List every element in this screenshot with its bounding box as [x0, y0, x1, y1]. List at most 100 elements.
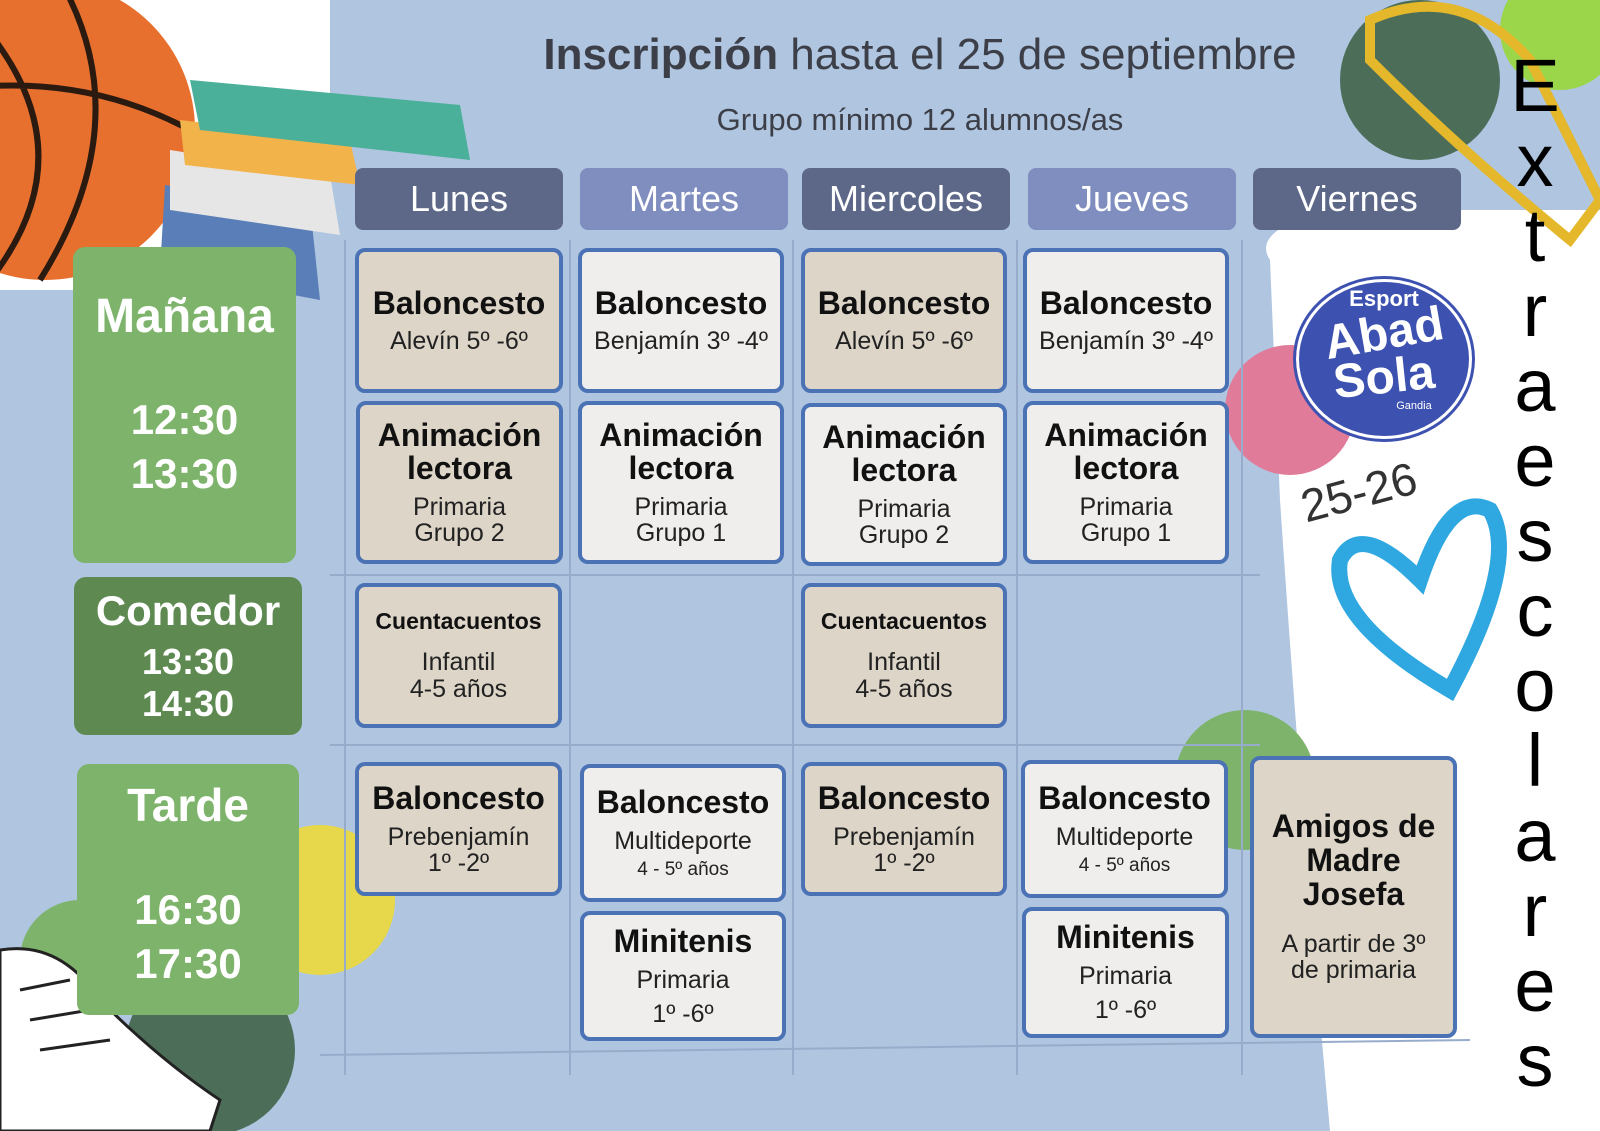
activity-title: Animación: [822, 418, 986, 455]
activity-level: Infantil: [421, 648, 496, 677]
activity-level: Primaria: [1079, 492, 1173, 521]
activity-level: Primaria: [634, 492, 728, 521]
side-title-letter: x: [1516, 119, 1554, 202]
logo-top: Esport: [1349, 286, 1419, 311]
activity-title: Baloncesto: [594, 284, 768, 321]
day-header-miercoles: Miercoles: [802, 168, 1010, 230]
activity-level: Primaria: [857, 494, 951, 523]
activity-title: Baloncesto: [372, 284, 546, 321]
activity-level: Primaria: [636, 965, 730, 994]
page-title: Inscripción hasta el 25 de septiembre: [420, 30, 1420, 80]
activity-title: Madre: [1306, 841, 1401, 878]
activity-group: Benjamín 3º -4º: [594, 327, 768, 356]
activity-title: Amigos de: [1271, 808, 1436, 845]
side-title-letter: e: [1514, 944, 1556, 1027]
side-title-letter: t: [1524, 194, 1546, 277]
slot-label: Comedor: [95, 587, 281, 634]
grid-lines: [319, 240, 1471, 1075]
slot-label: Tarde: [127, 779, 249, 831]
side-title-letter: s: [1516, 1019, 1554, 1102]
activity-title: Animación: [1044, 416, 1208, 453]
side-title-letter: e: [1514, 419, 1556, 502]
activity-title: Baloncesto: [372, 779, 545, 816]
activity-title: lectora: [851, 452, 957, 489]
activity-title: Animación: [599, 416, 763, 453]
activity-level: Multideporte: [614, 826, 752, 855]
activity-level: Primaria: [1078, 962, 1173, 991]
activity-title: Baloncesto: [817, 779, 991, 816]
activity-title: Baloncesto: [1039, 284, 1213, 321]
side-title-letter: r: [1522, 869, 1548, 952]
activity-group: de primaria: [1290, 956, 1417, 985]
side-title-letter: c: [1516, 569, 1554, 652]
slot-start: 12:30: [130, 396, 239, 443]
activity-group: 1º -2º: [427, 848, 490, 877]
activity-title: Minitenis: [1056, 919, 1195, 956]
page-subtitle: Grupo mínimo 12 alumnos/as: [716, 102, 1124, 137]
activity-group: Grupo 2: [414, 519, 505, 548]
day-header-viernes: Viernes: [1253, 168, 1461, 230]
activity-title: Josefa: [1302, 875, 1405, 912]
activity-group: Grupo 1: [1080, 519, 1172, 548]
slot-label: Mañana: [95, 290, 274, 343]
activity-title: Minitenis: [613, 922, 753, 959]
basketball-icon: [0, 0, 195, 282]
activity-title: lectora: [1073, 450, 1179, 487]
activity-group: Alevín 5º -6º: [835, 327, 973, 356]
title-bold: Inscripción: [543, 30, 779, 79]
side-title-letter: o: [1514, 644, 1556, 727]
side-title-letter: a: [1514, 344, 1556, 427]
slot-end: 13:30: [130, 450, 239, 497]
day-header-lunes: Lunes: [355, 168, 563, 230]
activity-level: Multideporte: [1055, 822, 1194, 851]
green-circle: [1340, 0, 1500, 160]
slot-start: 16:30: [134, 886, 242, 933]
activity-group: Alevín 5º -6º: [390, 327, 528, 356]
activity-level: Prebenjamín: [387, 822, 530, 851]
activity-group: 1º -6º: [1094, 996, 1157, 1025]
tennis-ball-icon: [1500, 0, 1600, 90]
slot-tarde: Tarde 16:30 17:30: [77, 764, 299, 1015]
activity-title: lectora: [628, 450, 734, 487]
activity-title: lectora: [407, 450, 512, 487]
day-header-jueves: Jueves: [1028, 168, 1236, 230]
logo-bottom: Gandia: [1396, 400, 1432, 412]
side-title-letter: a: [1514, 794, 1556, 877]
side-title-letter: s: [1516, 494, 1554, 577]
activity-group: 1º -6º: [652, 999, 714, 1028]
side-title-letter: r: [1522, 269, 1548, 352]
tennis-racket-icon: [1365, 1, 1600, 248]
slot-end: 14:30: [141, 683, 235, 724]
activity-group: Grupo 1: [635, 519, 727, 548]
activity-group: 4-5 años: [409, 674, 508, 703]
slot-start: 13:30: [141, 641, 235, 682]
heart-icon: [1331, 498, 1507, 702]
activity-group: Benjamín 3º -4º: [1039, 327, 1213, 356]
day-header-martes: Martes: [580, 168, 788, 230]
activity-title: Baloncesto: [596, 784, 770, 821]
activity-group: Grupo 2: [858, 521, 950, 550]
side-title-letter: l: [1526, 719, 1544, 802]
activity-level: Prebenjamín: [833, 822, 975, 851]
activity-group: 4-5 años: [855, 674, 953, 703]
activity-group: 1º -2º: [873, 848, 935, 877]
school-logo: Esport Abad Sola Gandia: [1293, 276, 1475, 442]
activity-group: 4 - 5º años: [637, 858, 729, 880]
activity-title: Animación: [377, 416, 542, 453]
activity-group: 4 - 5º años: [1078, 854, 1171, 876]
